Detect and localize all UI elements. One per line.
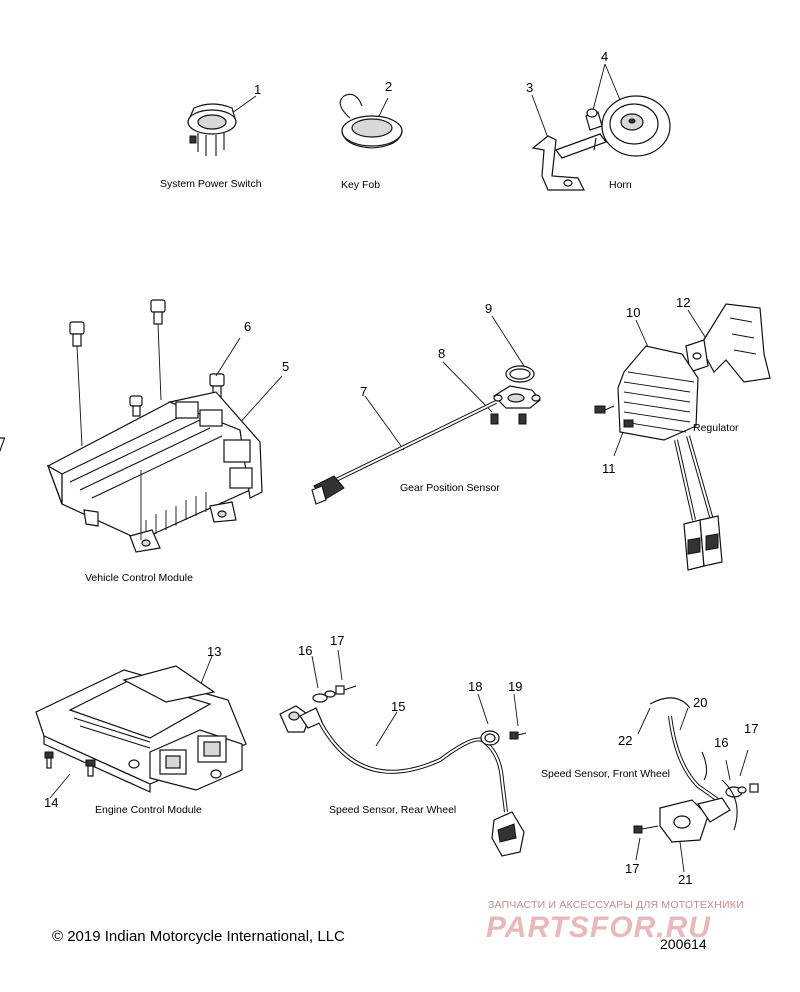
gear-position-sensor-drawing [311,315,541,505]
engine-control-module-drawing [35,655,247,799]
system-power-switch-drawing [187,95,257,156]
callout-8: 8 [438,346,446,361]
caption-system-power-switch: System Power Switch [160,178,262,190]
vehicle-control-module-drawing [0,299,283,553]
caption-vehicle-control-module: Vehicle Control Module [85,572,193,584]
callout-15: 15 [391,699,406,714]
callout-22: 22 [618,733,633,748]
callout-12: 12 [676,295,691,310]
caption-gear-position-sensor: Gear Position Sensor [400,482,500,494]
callout-19: 19 [508,679,523,694]
watermark-logo: PARTSFOR.RU [486,911,711,944]
callout-21: 21 [678,872,693,887]
callout-2: 2 [385,79,393,94]
callout-17-front-bottom: 17 [625,861,640,876]
speed-sensor-front-drawing [633,697,759,873]
callout-5: 5 [282,359,290,374]
caption-speed-sensor-rear: Speed Sensor, Rear Wheel [329,804,457,816]
speed-sensor-rear-drawing [279,649,527,857]
caption-speed-sensor-front: Speed Sensor, Front Wheel [541,768,670,780]
regulator-drawing [594,303,771,571]
copyright-text: © 2019 Indian Motorcycle International, … [52,928,345,945]
callout-17-front-right: 17 [744,721,759,736]
watermark-tagline: ЗАПЧАСТИ И АКСЕССУАРЫ ДЛЯ МОТОТЕХНИКИ [488,899,744,911]
callout-14: 14 [44,795,59,810]
caption-key-fob: Key Fob [341,179,381,191]
callout-4: 4 [601,49,609,64]
callout-1: 1 [254,82,262,97]
callout-17-rear: 17 [330,633,345,648]
callout-9: 9 [485,301,493,316]
horn-drawing [531,63,671,191]
callout-6: 6 [244,319,252,334]
callout-3: 3 [526,80,534,95]
key-fob-drawing [339,93,403,149]
callout-13: 13 [207,644,222,659]
callout-7: 7 [360,384,368,399]
callout-16-rear: 16 [298,643,313,658]
caption-engine-control-module: Engine Control Module [95,804,202,816]
caption-horn: Horn [609,179,632,191]
callout-11: 11 [602,461,616,476]
callout-16-front: 16 [714,735,729,750]
callout-20: 20 [693,695,708,710]
caption-regulator: Regulator [693,422,739,434]
callout-10: 10 [626,305,641,320]
callout-18: 18 [468,679,483,694]
diagram-id: 200614 [660,936,707,952]
